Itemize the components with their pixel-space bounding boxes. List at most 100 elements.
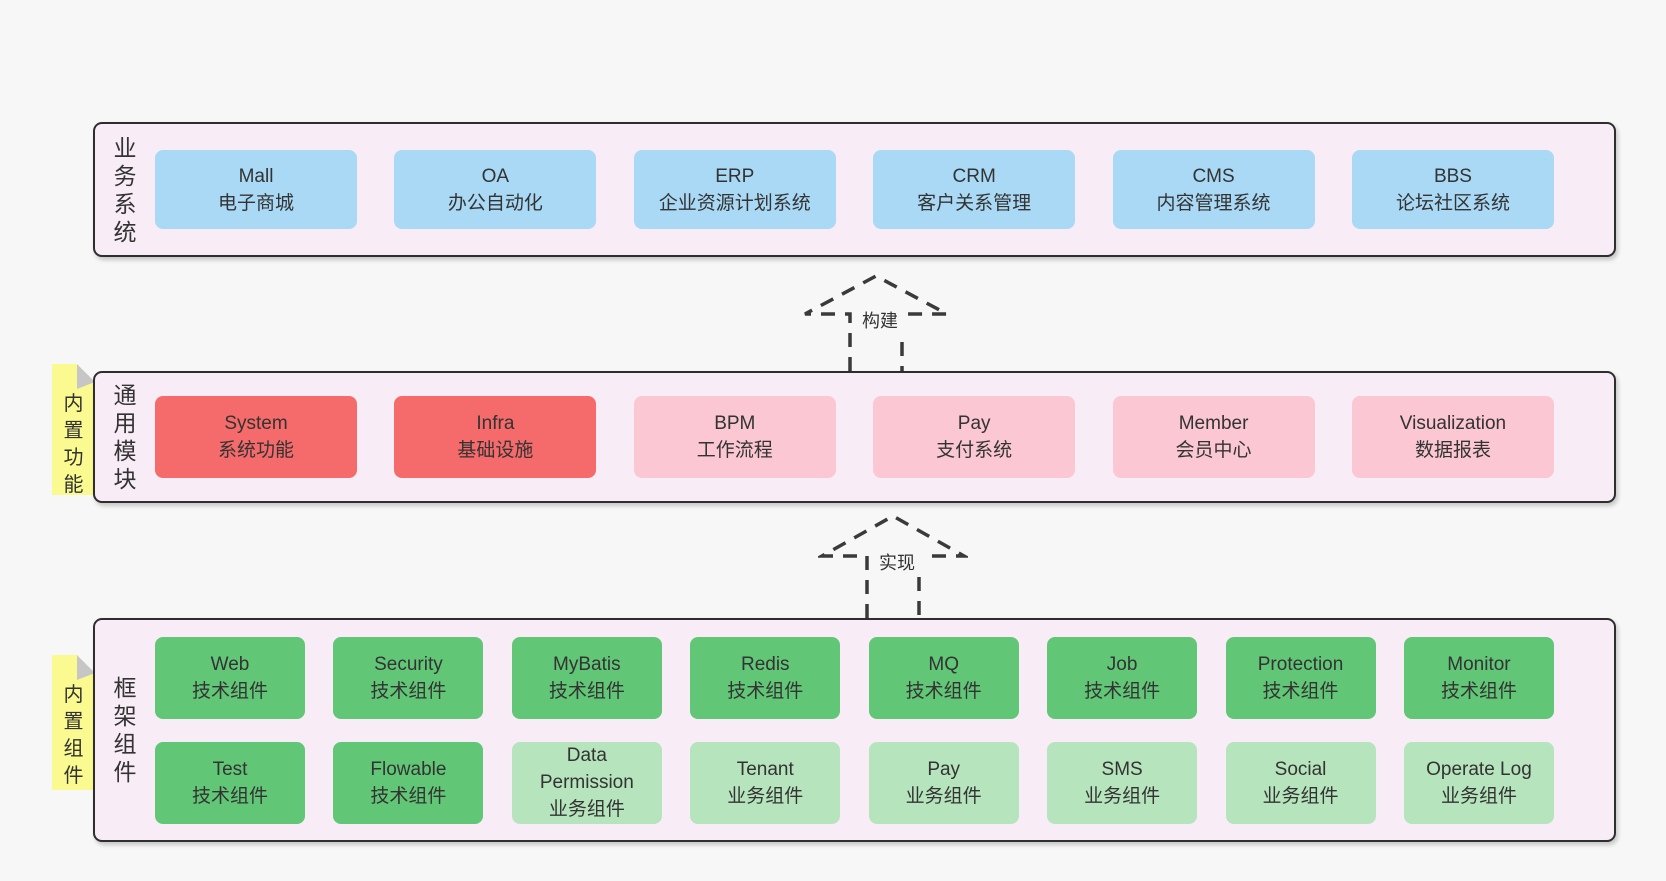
panel-label-column: 通用模块 (95, 373, 155, 501)
box-name: Flowable (370, 758, 447, 780)
box-name: Pay (957, 413, 991, 434)
box-desc: 办公自动化 (447, 192, 543, 214)
box-name: MyBatis (553, 653, 621, 675)
box-name: MQ (928, 653, 959, 675)
panel-label-column: 业务系统 (95, 124, 155, 255)
box-name: SMS (1101, 758, 1143, 780)
box-name: OA (481, 165, 510, 187)
box-desc: 支付系统 (936, 440, 1013, 461)
box-desc: 数据报表 (1414, 440, 1491, 461)
framework-components-grid: Web 技术组件 Security 技术组件 MyBatis 技术组件 Redi… (155, 620, 1614, 840)
box-desc: 业务组件 (1440, 785, 1517, 807)
box-name: Operate Log (1426, 758, 1532, 780)
business-systems-panel: 业务系统 Mall 电子商城 OA 办公自动化 ERP 企业资源计划系统 CRM… (93, 122, 1616, 257)
box-erp: ERP 企业资源计划系统 (633, 150, 836, 229)
box-name: ERP (715, 165, 755, 187)
box-social: Social 业务组件 (1225, 741, 1376, 824)
box-name: Data Permission (539, 745, 634, 793)
box-bbs: BBS 论坛社区系统 (1351, 150, 1554, 229)
box-name: Tenant (736, 758, 794, 780)
box-monitor: Monitor 技术组件 (1403, 636, 1554, 719)
box-desc: 系统功能 (217, 440, 294, 461)
box-name: Pay (927, 758, 961, 780)
box-desc: 业务组件 (1084, 785, 1161, 807)
box-name: BBS (1433, 165, 1472, 187)
box-sms: SMS 业务组件 (1047, 741, 1198, 824)
box-desc: 基础设施 (457, 440, 534, 461)
box-name: Member (1178, 413, 1249, 434)
build-arrow-label: 构建 (852, 310, 908, 332)
box-pay-component: Pay 业务组件 (868, 741, 1019, 824)
box-name: Mall (238, 165, 274, 187)
box-flowable: Flowable 技术组件 (333, 741, 484, 824)
box-desc: 电子商城 (217, 192, 294, 214)
box-desc: 技术组件 (1262, 680, 1339, 702)
box-name: CRM (952, 165, 996, 187)
box-name: Security (374, 653, 443, 675)
business-systems-row: Mall 电子商城 OA 办公自动化 ERP 企业资源计划系统 CRM 客户关系… (155, 124, 1614, 255)
box-infra: Infra 基础设施 (394, 396, 597, 478)
sticky-note-label: 内置功能 (63, 393, 84, 496)
framework-components-label: 框架组件 (113, 675, 137, 785)
box-name: Visualization (1399, 413, 1507, 434)
box-pay-module: Pay 支付系统 (873, 396, 1076, 478)
box-tenant: Tenant 业务组件 (690, 741, 841, 824)
box-desc: 技术组件 (548, 680, 625, 702)
implement-arrow-label: 实现 (869, 552, 925, 574)
box-name: Job (1106, 653, 1138, 675)
box-desc: 业务组件 (727, 785, 804, 807)
box-crm: CRM 客户关系管理 (873, 150, 1076, 229)
box-cms: CMS 内容管理系统 (1112, 150, 1315, 229)
box-desc: 企业资源计划系统 (658, 192, 811, 214)
box-security: Security 技术组件 (333, 636, 484, 719)
box-visualization: Visualization 数据报表 (1351, 396, 1554, 478)
box-name: Infra (476, 413, 515, 434)
box-desc: 业务组件 (548, 799, 625, 820)
box-desc: 会员中心 (1175, 440, 1252, 461)
box-desc: 内容管理系统 (1156, 192, 1271, 214)
box-desc: 业务组件 (1262, 785, 1339, 807)
box-desc: 论坛社区系统 (1395, 192, 1510, 214)
common-modules-row: System 系统功能 Infra 基础设施 BPM 工作流程 Pay 支付系统… (155, 373, 1614, 501)
box-oa: OA 办公自动化 (394, 150, 597, 229)
box-job: Job 技术组件 (1047, 636, 1198, 719)
box-operate-log: Operate Log 业务组件 (1403, 741, 1554, 824)
box-protection: Protection 技术组件 (1225, 636, 1376, 719)
box-desc: 技术组件 (1084, 680, 1161, 702)
box-desc: 业务组件 (905, 785, 982, 807)
box-mybatis: MyBatis 技术组件 (511, 636, 662, 719)
box-desc: 技术组件 (370, 680, 447, 702)
business-systems-label: 业务系统 (113, 134, 137, 245)
box-name: Monitor (1447, 653, 1511, 675)
common-modules-panel: 通用模块 System 系统功能 Infra 基础设施 BPM 工作流程 Pay… (93, 371, 1616, 503)
box-desc: 技术组件 (727, 680, 804, 702)
build-arrow-icon (804, 274, 948, 371)
box-desc: 技术组件 (905, 680, 982, 702)
box-desc: 技术组件 (370, 785, 447, 807)
box-desc: 客户关系管理 (917, 192, 1032, 214)
framework-components-panel: 框架组件 Web 技术组件 Security 技术组件 MyBatis 技术组件… (93, 618, 1616, 842)
box-name: Protection (1257, 653, 1344, 675)
box-bpm: BPM 工作流程 (633, 396, 836, 478)
box-desc: 技术组件 (191, 785, 268, 807)
box-name: Web (210, 653, 250, 675)
box-desc: 工作流程 (696, 440, 773, 461)
box-desc: 技术组件 (1440, 680, 1517, 702)
box-data-permission: Data Permission 业务组件 (511, 741, 662, 824)
common-modules-label: 通用模块 (113, 382, 137, 492)
sticky-note-built-in-features: 内置功能 (52, 364, 95, 495)
sticky-note-built-in-components: 内置组件 (52, 655, 95, 790)
box-member: Member 会员中心 (1112, 396, 1315, 478)
box-name: System (224, 413, 288, 434)
box-mall: Mall 电子商城 (155, 150, 357, 229)
box-name: Redis (740, 653, 790, 675)
box-name: BPM (714, 413, 756, 434)
box-name: Test (212, 758, 248, 780)
panel-label-column: 框架组件 (95, 620, 155, 840)
box-name: CMS (1192, 165, 1235, 187)
box-name: Social (1274, 758, 1327, 780)
box-redis: Redis 技术组件 (690, 636, 841, 719)
box-system: System 系统功能 (155, 396, 357, 478)
sticky-note-label: 内置组件 (63, 684, 84, 787)
box-mq: MQ 技术组件 (868, 636, 1019, 719)
